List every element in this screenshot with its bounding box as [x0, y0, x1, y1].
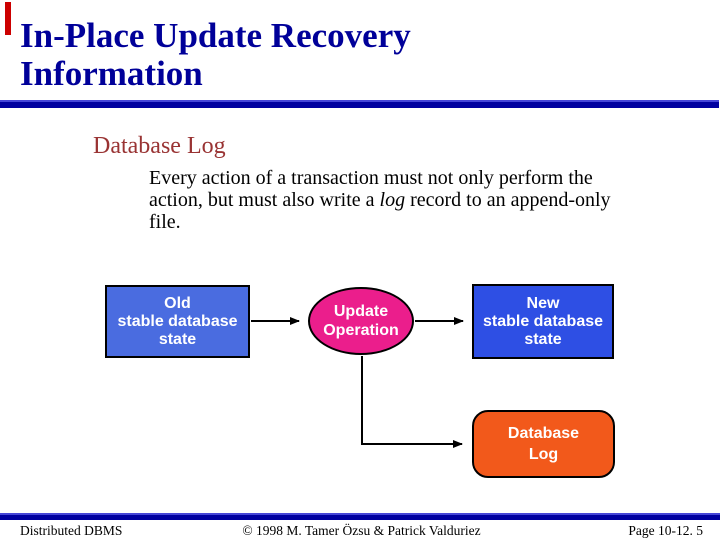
body-paragraph: Every action of a transaction must not o…	[149, 167, 649, 233]
footer-copyright: © 1998 M. Tamer Özsu & Patrick Valduriez	[242, 523, 481, 538]
footer-course-label: Distributed DBMS	[20, 523, 123, 538]
footer-divider-rule	[0, 513, 720, 520]
body-line-2-post: record to an append-only	[405, 189, 611, 211]
slide-title-line-1: In-Place Update Recovery	[20, 16, 411, 55]
update-operation-ellipse: Update Operation	[308, 287, 414, 355]
old-stable-database-state-box: Old stable database state	[105, 285, 250, 358]
section-heading: Database Log	[93, 133, 226, 159]
body-line-2-pre: action, but must also write a	[149, 189, 380, 211]
database-log-box: Database Log	[472, 410, 615, 478]
new-stable-database-state-box: New stable database state	[472, 284, 614, 359]
red-accent-bar	[5, 2, 11, 35]
footer: © 1998 M. Tamer Özsu & Patrick Valduriez…	[20, 523, 703, 539]
slide-title: In-Place Update Recovery Information	[20, 17, 680, 93]
title-divider-rule	[0, 100, 719, 108]
body-line-3: file.	[149, 211, 181, 233]
body-line-2-italic-word: log	[379, 189, 406, 211]
slide-title-line-2: Information	[20, 54, 203, 93]
footer-page-number: Page 10-12. 5	[628, 523, 703, 538]
body-line-1: Every action of a transaction must not o…	[149, 167, 593, 189]
connector-update-to-log	[361, 356, 463, 448]
